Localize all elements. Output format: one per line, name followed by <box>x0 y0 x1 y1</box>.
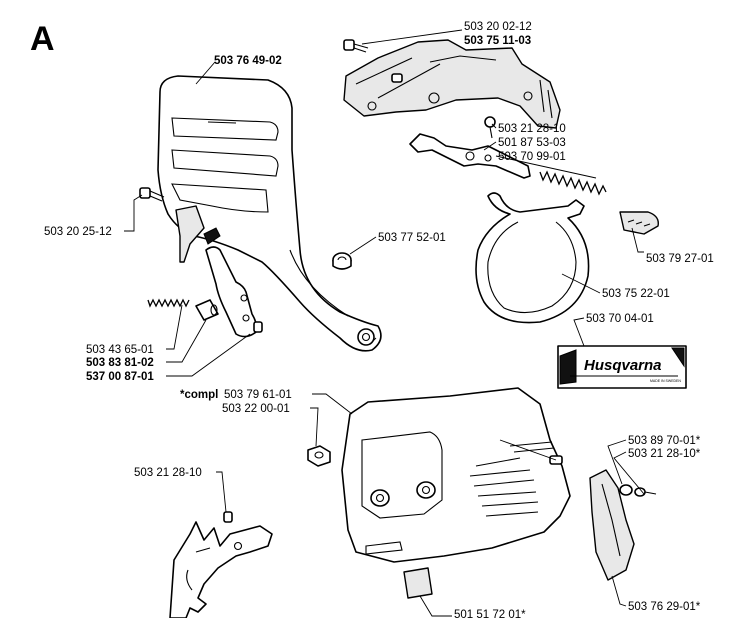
label-537-00-87-01: 537 00 87-01 <box>86 371 154 383</box>
label-503-20-25-12: 503 20 25-12 <box>44 226 112 238</box>
nut-503-22-00-01 <box>307 445 331 467</box>
screw-503-20-02-12 <box>343 39 369 53</box>
label-503-79-61-01: 503 79 61-01 <box>224 389 292 401</box>
label-503-21-28-10-right: 503 21 28-10* <box>628 448 701 460</box>
brand-wordmark: Husqvarna <box>584 357 662 374</box>
clutch-cover <box>341 387 571 563</box>
pad-501-51-72-01 <box>403 567 433 599</box>
brake-arm <box>409 133 531 179</box>
label-503-75-22-01: 503 75 22-01 <box>602 288 670 300</box>
section-letter: A <box>30 20 55 58</box>
front-hand-guard <box>157 75 382 352</box>
spiked-bumper-plate <box>169 511 273 618</box>
cover-plate-503-76-29-01 <box>589 469 635 581</box>
label-503-76-29-01: 503 76 29-01* <box>628 601 701 613</box>
label-503-89-70-01: 503 89 70-01* <box>628 435 701 447</box>
husqvarna-decal: Husqvarna MADE IN SWEDEN <box>557 345 687 389</box>
label-503-70-99-01: 503 70 99-01 <box>498 151 566 163</box>
label-501-51-72-01: 501 51 72 01* <box>454 609 526 618</box>
screw-503-20-25-12 <box>139 187 165 202</box>
label-503-76-49-02: 503 76 49-02 <box>214 55 282 67</box>
label-503-75-11-03: 503 75 11-03 <box>464 35 531 47</box>
label-503-43-65-01: 503 43 65-01 <box>86 344 154 356</box>
label-503-20-02-12: 503 20 02-12 <box>464 21 532 33</box>
brand-small-print: MADE IN SWEDEN <box>650 379 681 383</box>
label-503-77-52-01: 503 77 52-01 <box>378 232 446 244</box>
top-bracket <box>343 39 561 129</box>
washer-503-77-52-01 <box>332 252 352 270</box>
label-503-79-27-01: 503 79 27-01 <box>646 253 714 265</box>
label-503-21-28-10-left: 503 21 28-10 <box>134 467 202 479</box>
screw-503-21-28-10-top <box>484 116 496 139</box>
label-503-22-00-01: 503 22 00-01 <box>222 403 290 415</box>
spring-and-sleeve <box>147 298 219 321</box>
label-503-83-81-02: 503 83 81-02 <box>86 357 154 369</box>
screw-washer-503-89-70-01 <box>619 484 657 497</box>
leader-lines <box>124 29 645 617</box>
label-501-87-53-03: 501 87 53-03 <box>498 137 566 149</box>
spring-503-70-99-01 <box>539 170 607 196</box>
brake-lever <box>205 246 263 338</box>
label-compl-prefix: *compl <box>180 389 218 401</box>
label-503-70-04-01: 503 70 04-01 <box>586 313 654 325</box>
label-503-21-28-10-top: 503 21 28-10 <box>498 123 566 135</box>
brake-band <box>475 192 590 324</box>
chain-catcher <box>619 211 659 235</box>
